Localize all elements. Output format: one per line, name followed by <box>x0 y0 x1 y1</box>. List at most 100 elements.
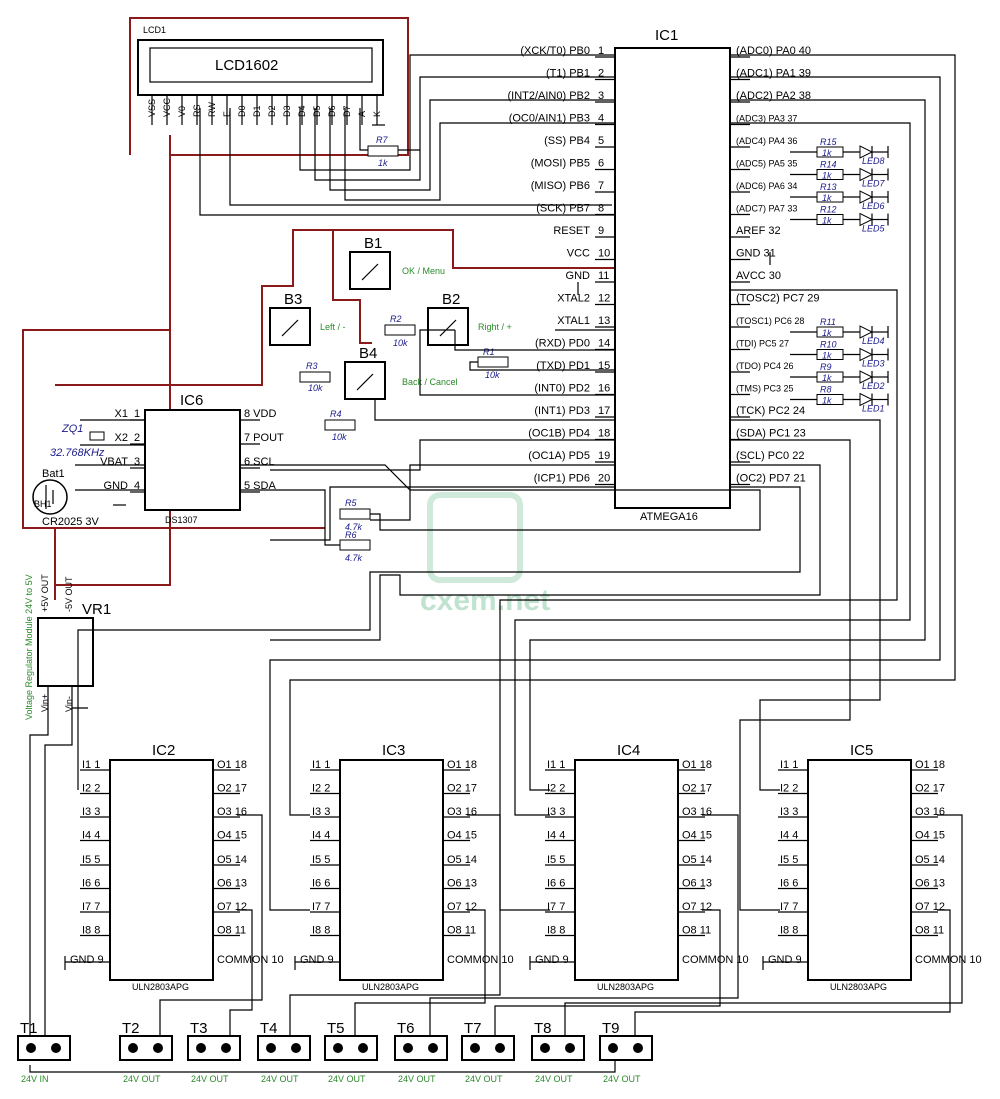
led-ref: LED2 <box>862 381 885 391</box>
terminal-label: 24V OUT <box>123 1074 161 1084</box>
ic1-pin-name: (ADC3) PA3 37 <box>736 114 797 124</box>
ic1-pin-name: (ICP1) PD6 <box>534 473 590 485</box>
driver-pin: I7 7 <box>82 901 100 913</box>
svg-text:1k: 1k <box>378 158 388 168</box>
svg-text:4.7k: 4.7k <box>345 522 363 532</box>
driver-ref: IC5 <box>850 742 873 759</box>
svg-text:-5V OUT: -5V OUT <box>64 576 74 612</box>
driver-pin: O7 12 <box>217 901 247 913</box>
ic1-pin-name: (ADC4) PA4 36 <box>736 136 797 146</box>
driver-pin: I5 5 <box>312 854 330 866</box>
ic1-pin-name: (ADC7) PA7 33 <box>736 204 797 214</box>
driver-pin: I6 6 <box>547 878 565 890</box>
driver-pin: O8 11 <box>217 925 246 937</box>
r7: R7 1k <box>367 135 399 168</box>
svg-text:BH1: BH1 <box>34 499 52 509</box>
led-resistor-ref: R9 <box>820 362 832 372</box>
button-label: OK / Menu <box>402 266 445 276</box>
ic1-pin-name: (OC0/AIN1) PB3 <box>509 113 590 125</box>
led-resistor-ref: R12 <box>820 205 837 215</box>
vr1-regulator: VR1 Voltage Regulator Module 24V to 5V +… <box>24 574 111 720</box>
ic1-pin-name: GND <box>566 270 591 282</box>
driver-common: COMMON 10 <box>682 954 749 966</box>
svg-text:VR1: VR1 <box>82 601 111 618</box>
ic6-model: DS1307 <box>165 515 198 525</box>
driver-model: ULN2803APG <box>830 982 887 992</box>
lcd-pin-label: D7 <box>342 105 352 117</box>
driver-pin: O3 16 <box>447 806 477 818</box>
driver-model: ULN2803APG <box>362 982 419 992</box>
driver-pin: O2 17 <box>217 783 247 795</box>
ic1-pin-name: (SS) PB4 <box>544 135 590 147</box>
driver-pin: O2 17 <box>682 783 712 795</box>
driver-common: COMMON 10 <box>447 954 514 966</box>
ic6-pin-number: 3 <box>134 456 140 468</box>
watermark: cxem.net <box>420 492 550 617</box>
ic1-pin-name: (TCK) PC2 24 <box>736 405 805 417</box>
lcd-pin-label: D3 <box>282 105 292 117</box>
ic1-pin-name: (TDO) PC4 26 <box>736 361 794 371</box>
led-resistor-value: 1k <box>822 148 832 158</box>
driver-model: ULN2803APG <box>132 982 189 992</box>
led-resistor-value: 1k <box>822 351 832 361</box>
terminal-ref: T8 <box>534 1020 552 1037</box>
terminal-label: 24V OUT <box>535 1074 573 1084</box>
led-resistor-ref: R14 <box>820 160 837 170</box>
driver-pin: I8 8 <box>547 925 565 937</box>
driver-pin: I2 2 <box>312 783 330 795</box>
lcd-pin-label: E <box>222 111 232 117</box>
ic1-pin-name: (RXD) PD0 <box>535 338 590 350</box>
terminal-label: 24V OUT <box>465 1074 503 1084</box>
terminal-ref: T1 <box>20 1020 38 1037</box>
driver-pin: I1 1 <box>312 759 330 771</box>
driver-pin: I1 1 <box>547 759 565 771</box>
driver-pin: O3 16 <box>915 806 945 818</box>
driver-pin: I7 7 <box>312 901 330 913</box>
driver-pin: O4 15 <box>447 830 477 842</box>
ic1-pin-name: (TOSC1) PC6 28 <box>736 316 804 326</box>
terminal-label: 24V OUT <box>398 1074 436 1084</box>
led-ref: LED6 <box>862 201 885 211</box>
ic1-pin-name: (SCK) PB7 <box>536 203 590 215</box>
button-label: Left / - <box>320 322 346 332</box>
ic1-pin-name: (ADC2) PA2 38 <box>736 90 811 102</box>
driver-pin: O8 11 <box>915 925 944 937</box>
ic1-pin-name: (TOSC2) PC7 29 <box>736 293 820 305</box>
ic1-pin-name: (MISO) PB6 <box>531 180 590 192</box>
svg-text:Vin-: Vin- <box>64 696 74 712</box>
ic1-ref: IC1 <box>655 27 678 44</box>
terminal-ref: T3 <box>190 1020 208 1037</box>
ic1-pin-name: XTAL1 <box>557 315 590 327</box>
driver-pin: O6 13 <box>915 878 945 890</box>
svg-text:10k: 10k <box>308 383 323 393</box>
ic1-pin-number: 17 <box>598 405 610 417</box>
ic6-pin-name: 7 POUT <box>244 432 284 444</box>
ic1-model: ATMEGA16 <box>640 511 698 523</box>
lcd-pin-label: V0 <box>177 106 187 117</box>
lcd-pin-label: D5 <box>312 105 322 117</box>
button-resistors: R1 10k R2 10k R3 10k R4 10k <box>299 314 509 442</box>
driver-pin: O1 18 <box>682 759 712 771</box>
button-label: Back / Cancel <box>402 377 458 387</box>
terminal-t8: T8 24V OUT <box>531 1020 585 1084</box>
terminal-ref: T7 <box>464 1020 482 1037</box>
lcd-pin-label: K <box>372 111 382 117</box>
ic1-pin-name: (TMS) PC3 25 <box>736 384 794 394</box>
ic1-pin-name: VCC <box>567 248 590 260</box>
terminal-label: 24V OUT <box>328 1074 366 1084</box>
lcd-pin-label: D6 <box>327 105 337 117</box>
ic6-pin-number: 1 <box>134 408 140 420</box>
driver-pin: I3 3 <box>780 806 798 818</box>
ic6-pin-name: 5 SDA <box>244 480 276 492</box>
ic1-pin-number: 19 <box>598 450 610 462</box>
ic1-pin-name: (TDI) PC5 27 <box>736 339 789 349</box>
driver-pin: I8 8 <box>312 925 330 937</box>
driver-pin: O5 14 <box>447 854 477 866</box>
